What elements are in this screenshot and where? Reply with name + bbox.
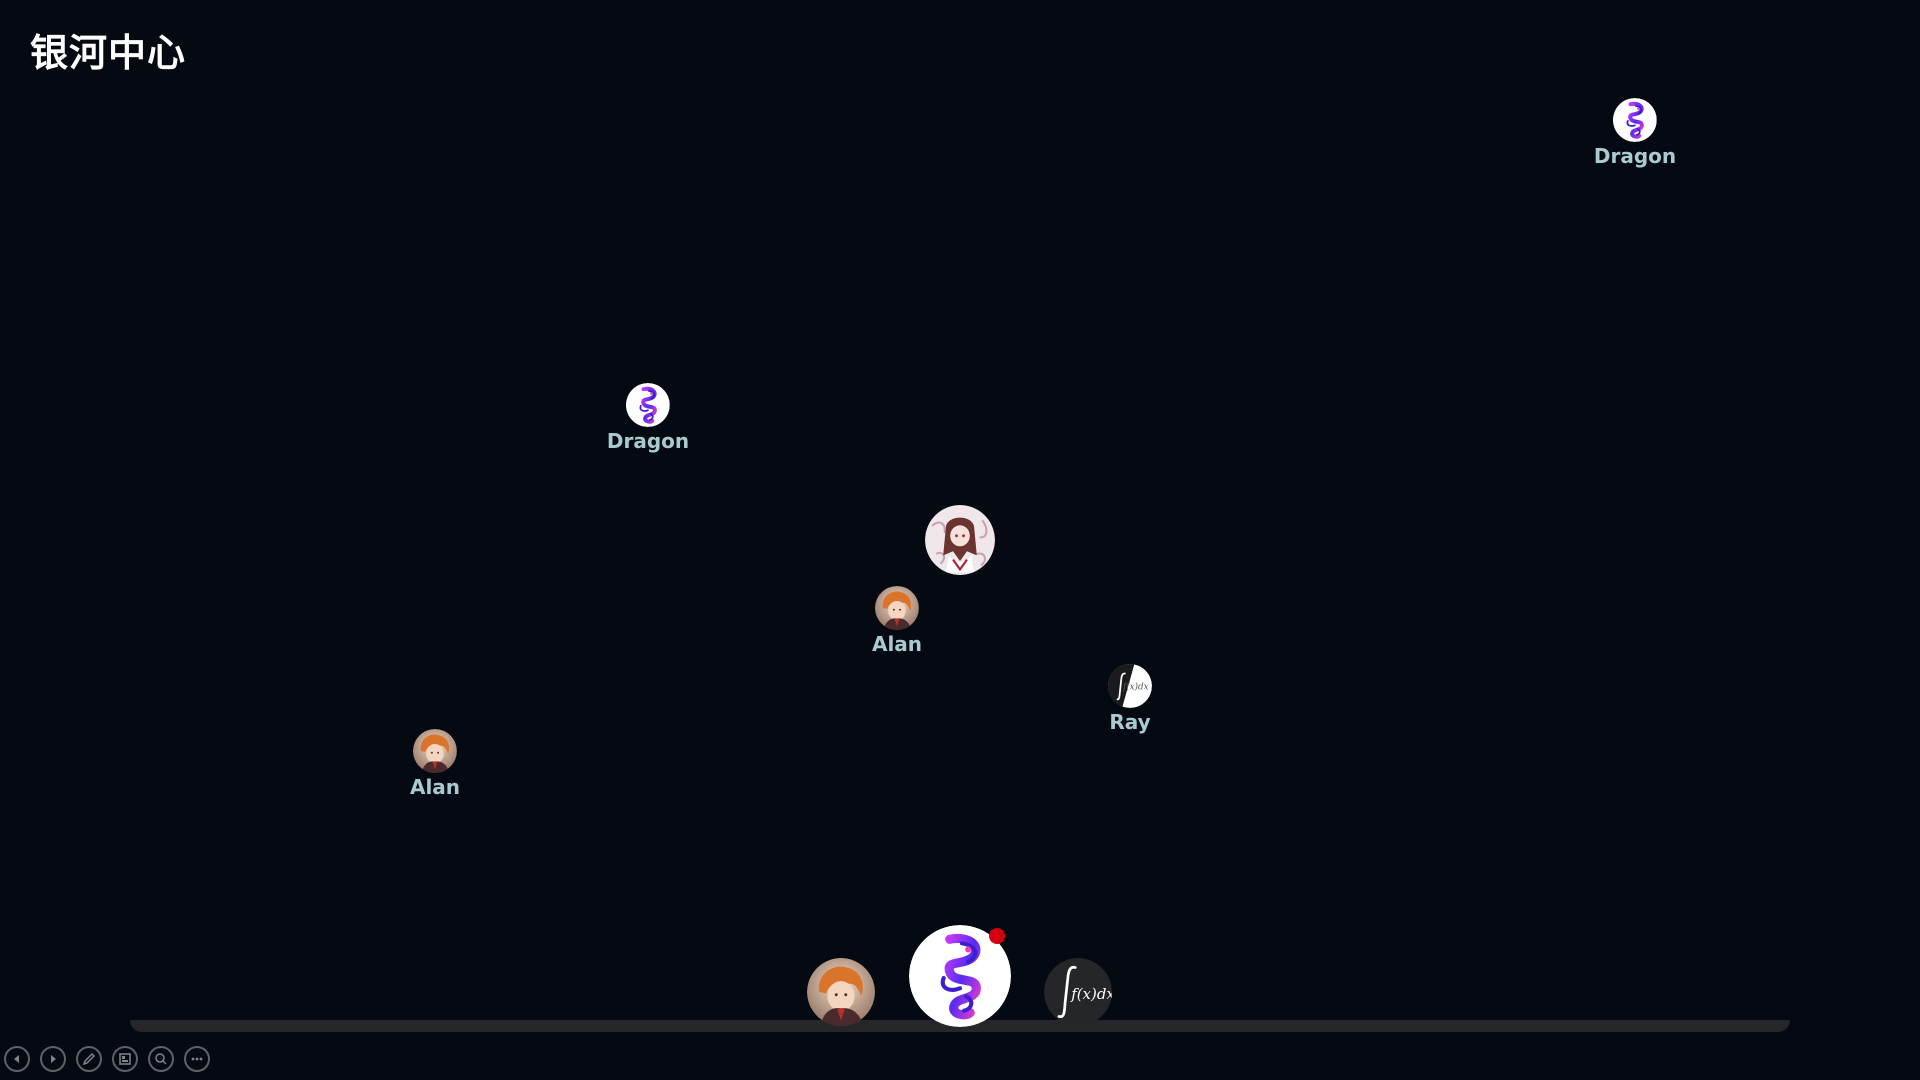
zoom-icon[interactable] (148, 1046, 174, 1072)
page-title: 银河中心 (30, 31, 187, 75)
pen-icon[interactable] (76, 1046, 102, 1072)
anime-girl-avatar[interactable] (925, 505, 995, 575)
user-node-dragon-1[interactable]: Dragon (1594, 98, 1676, 168)
user-name-label: Dragon (1593, 144, 1677, 168)
dragon-avatar[interactable] (626, 383, 670, 427)
alan-avatar[interactable] (413, 729, 457, 773)
dock-integral-avatar[interactable] (1044, 958, 1112, 1026)
user-node-alan-1[interactable]: Alan (872, 586, 922, 656)
presentation-controls (4, 1046, 210, 1072)
user-node-alan-2[interactable]: Alan (410, 729, 460, 799)
integral-avatar[interactable] (1108, 664, 1152, 708)
more-icon[interactable] (184, 1046, 210, 1072)
dock-alan-avatar[interactable] (807, 958, 875, 1026)
user-name-label: Dragon (606, 429, 690, 453)
alan-avatar[interactable] (875, 586, 919, 630)
user-name-label: Alan (409, 775, 461, 799)
notification-badge (989, 928, 1005, 944)
user-node-anime-girl[interactable] (925, 505, 995, 575)
user-node-dragon-2[interactable]: Dragon (607, 383, 689, 453)
next-icon[interactable] (40, 1046, 66, 1072)
previous-icon[interactable] (4, 1046, 30, 1072)
slides-icon[interactable] (112, 1046, 138, 1072)
user-name-label: Ray (1109, 710, 1151, 734)
user-node-ray[interactable]: Ray (1108, 664, 1152, 734)
dragon-avatar[interactable] (1613, 98, 1657, 142)
user-name-label: Alan (871, 632, 923, 656)
